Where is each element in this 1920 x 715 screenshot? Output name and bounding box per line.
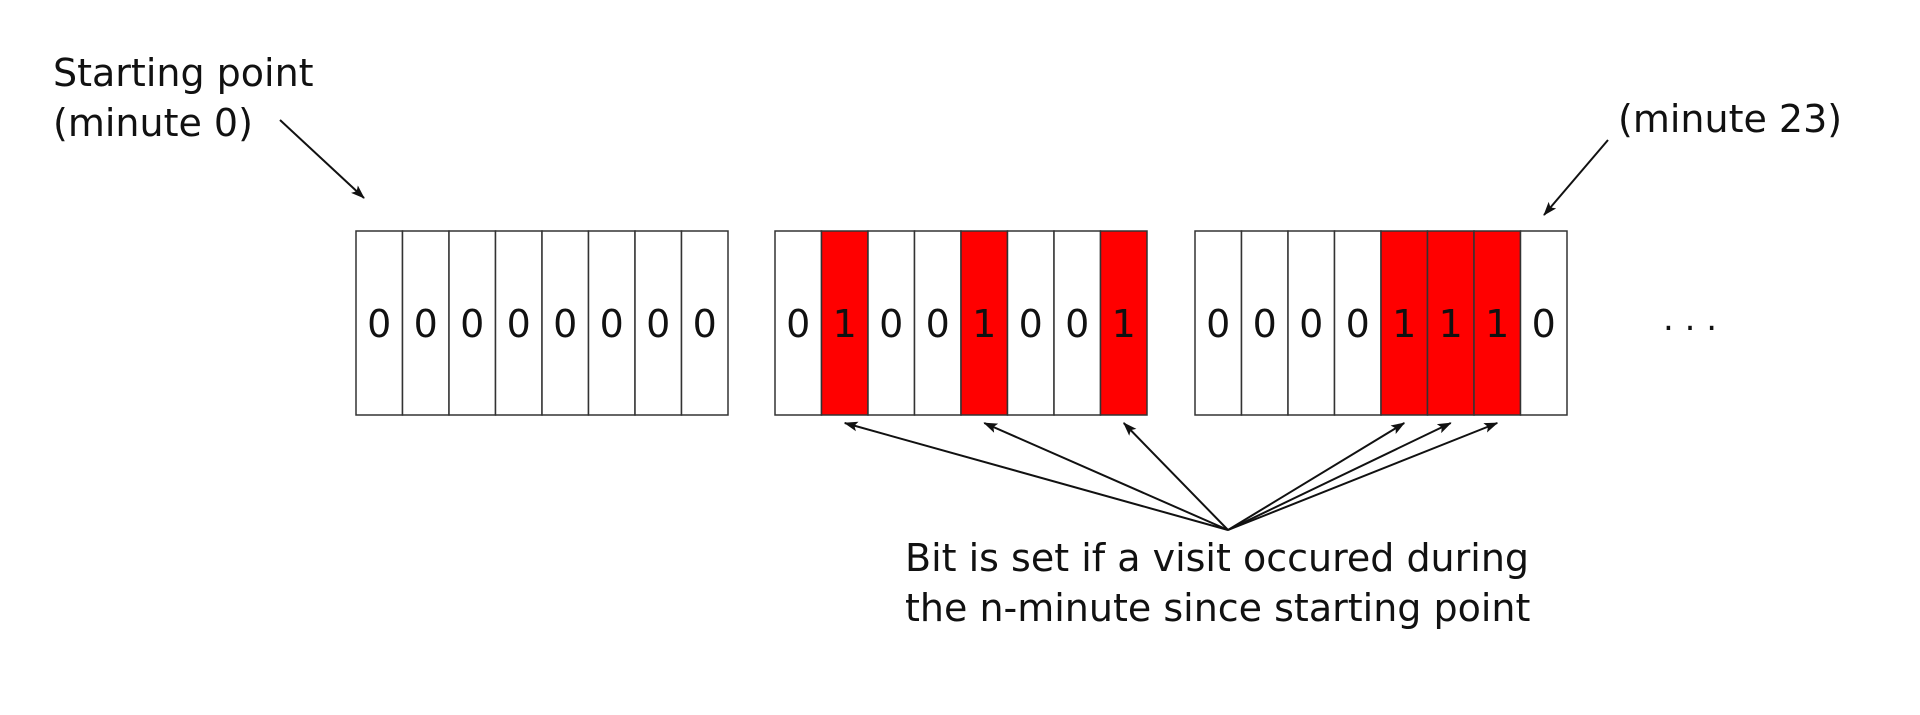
- bit-value: 0: [646, 302, 670, 346]
- set-bit-arrow: [1227, 422, 1452, 531]
- set-bit-arrow: [1227, 422, 1406, 531]
- bit-cell: [1194, 230, 1243, 416]
- bit-value: 0: [693, 302, 717, 346]
- minute-23-label-text: (minute 23): [1618, 97, 1843, 141]
- minute-23-label: (minute 23): [1618, 94, 1842, 144]
- bit-cell: [1519, 230, 1568, 416]
- bit-value: 0: [1019, 302, 1043, 346]
- bit-value: 0: [414, 302, 438, 346]
- bit-cell: [1333, 230, 1382, 416]
- set-bit-arrows: [843, 421, 1499, 531]
- bit-value: 1: [1439, 302, 1463, 346]
- set-bit-arrow: [1227, 422, 1499, 531]
- bit-cell: [494, 230, 543, 416]
- bit-value: 0: [1206, 302, 1230, 346]
- bit-cell: [774, 230, 823, 416]
- continuation-ellipsis: . . .: [1663, 299, 1717, 339]
- bit-cell: [355, 230, 404, 416]
- bit-value: 0: [879, 302, 903, 346]
- starting-point-label: Starting point (minute 0): [53, 48, 314, 148]
- bit-value: 0: [1065, 302, 1089, 346]
- bit-value: 0: [1532, 302, 1556, 346]
- end-pointer-arrow: [1543, 139, 1609, 216]
- bit-cell: [680, 230, 729, 416]
- bit-value: 0: [600, 302, 624, 346]
- bit-set-note-line2: the n-minute since starting point: [905, 586, 1531, 630]
- starting-point-label-line2: (minute 0): [53, 101, 253, 145]
- bit-value: 0: [786, 302, 810, 346]
- bit-cell-set: [1380, 230, 1429, 416]
- bit-cell-set: [960, 230, 1009, 416]
- bit-value: 0: [1253, 302, 1277, 346]
- bit-value: 0: [1346, 302, 1370, 346]
- bit-value: 0: [1299, 302, 1323, 346]
- bit-set-note: Bit is set if a visit occured during the…: [905, 533, 1530, 633]
- bit-value: 0: [507, 302, 531, 346]
- bit-value: 0: [367, 302, 391, 346]
- bit-set-note-line1: Bit is set if a visit occured during: [905, 536, 1530, 580]
- bit-value: 1: [972, 302, 996, 346]
- bit-value: 0: [553, 302, 577, 346]
- bit-cell: [587, 230, 636, 416]
- bit-value: 0: [926, 302, 950, 346]
- bit-cell: [1287, 230, 1336, 416]
- bit-value: 1: [1485, 302, 1509, 346]
- bit-value: 1: [1112, 302, 1136, 346]
- bit-cell-set: [1099, 230, 1148, 416]
- bit-cell-set: [820, 230, 869, 416]
- starting-point-label-line1: Starting point: [53, 51, 314, 95]
- start-pointer-arrow: [279, 119, 365, 199]
- set-bit-arrow: [983, 422, 1229, 531]
- bit-cell: [1006, 230, 1055, 416]
- bit-cell-set: [1473, 230, 1522, 416]
- bit-cell: [1053, 230, 1102, 416]
- bit-value: 1: [833, 302, 857, 346]
- set-bit-arrow: [1123, 422, 1229, 531]
- bit-cell: [1240, 230, 1289, 416]
- bit-value: 0: [460, 302, 484, 346]
- bit-cell: [541, 230, 590, 416]
- bit-value: 1: [1392, 302, 1416, 346]
- bit-cell-set: [1426, 230, 1475, 416]
- set-bit-arrow: [843, 421, 1229, 531]
- bit-cell: [401, 230, 450, 416]
